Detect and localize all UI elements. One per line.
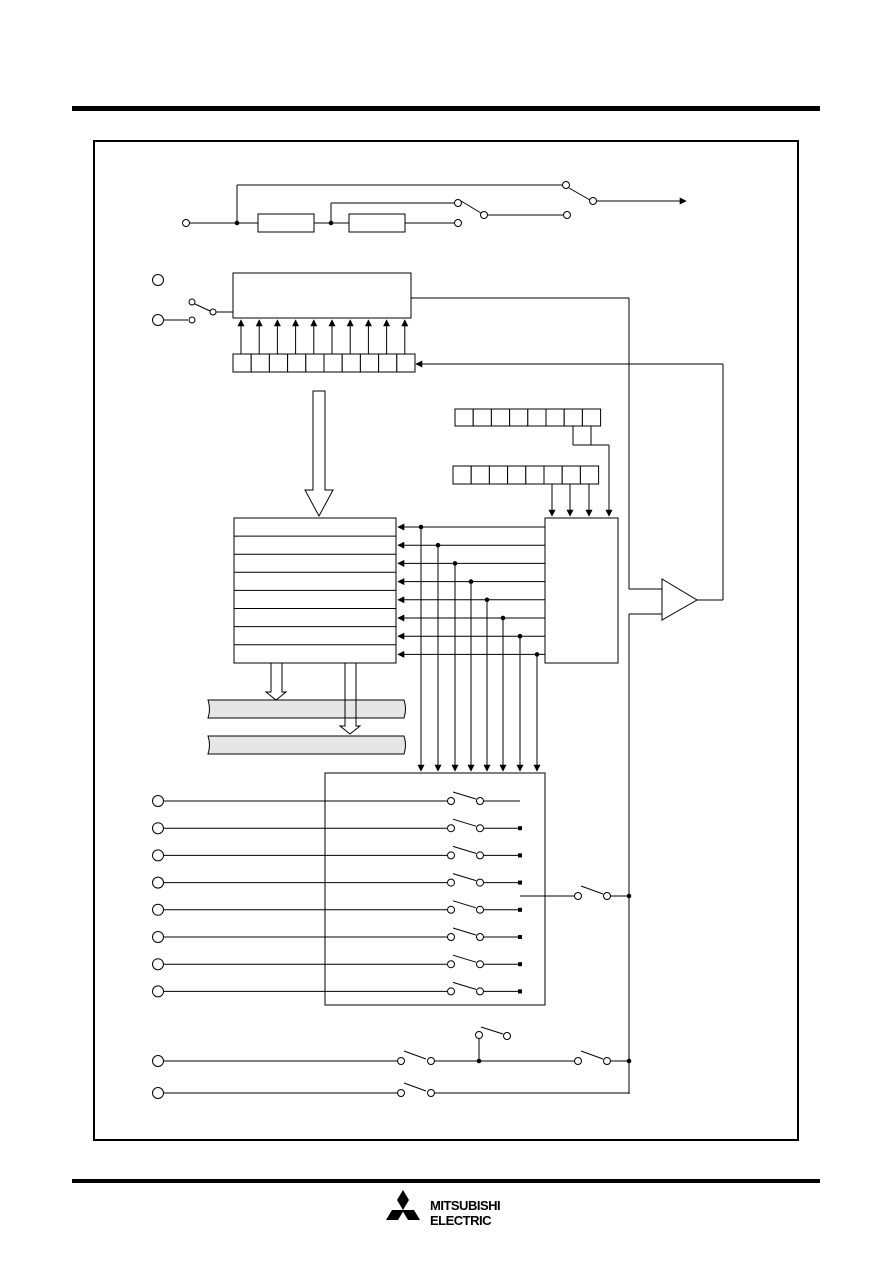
- control-register-1-bit: [454, 408, 474, 427]
- channel-select-lines: [397, 523, 545, 772]
- resistor-2: [348, 213, 406, 233]
- analog-input-terminal: [152, 958, 164, 971]
- logo-text-line2: ELECTRIC: [430, 1213, 492, 1228]
- junction-dot: [518, 826, 522, 831]
- switch-lever: [452, 900, 477, 909]
- switch-lever: [452, 818, 477, 827]
- diagram-frame: [93, 140, 799, 1141]
- comparator-section: [415, 360, 724, 1094]
- mux-output: [520, 885, 632, 900]
- analog-input-terminal: [152, 903, 164, 916]
- junction-dot: [518, 880, 522, 885]
- control-register-2-bit: [579, 465, 600, 485]
- bottom-switch-section: [152, 1026, 632, 1099]
- switch-lever: [452, 791, 477, 800]
- control-register-1-bit: [472, 408, 492, 427]
- register-bit-cell: [341, 353, 361, 373]
- control-logic-block: [544, 517, 619, 664]
- register-bit-cell: [250, 353, 270, 373]
- mux-channels: [152, 791, 522, 998]
- switch-lever: [452, 873, 477, 882]
- switch-lever: [460, 200, 482, 214]
- data-flow-arrow: [304, 390, 334, 518]
- analog-input-terminal: [152, 985, 164, 998]
- analog-input-terminal: [152, 876, 164, 889]
- register-bit-cell: [287, 353, 307, 373]
- control-register-2-bit: [561, 465, 581, 485]
- terminal-circle: [152, 314, 164, 326]
- control-register-2-bit: [525, 465, 545, 485]
- switch-lever: [452, 845, 477, 854]
- analog-input-terminal: [152, 849, 164, 862]
- comparator-triangle: [661, 578, 698, 621]
- control-register-2-bit: [470, 465, 490, 485]
- control-register-2-bit: [488, 465, 509, 485]
- logo-text-line1: MITSUBISHI: [430, 1198, 500, 1213]
- footer-rule: [72, 1179, 820, 1183]
- converter-section: [152, 272, 662, 590]
- terminal-circle: [152, 1087, 164, 1099]
- control-register-1-bit: [563, 408, 583, 427]
- junction-dot: [518, 989, 522, 994]
- register-bit-cell: [232, 353, 252, 373]
- result-register-stack: [233, 517, 397, 664]
- switch-lever: [452, 954, 477, 963]
- control-register-2-bit: [543, 465, 563, 485]
- control-register-1-bit: [490, 408, 511, 427]
- resistor-1: [257, 213, 315, 233]
- header-rule: [72, 106, 820, 111]
- terminal-circle: [152, 274, 164, 286]
- register-bit-cell: [323, 353, 343, 373]
- switch-lever: [568, 187, 591, 201]
- switch-lever: [580, 1050, 604, 1060]
- control-registers: [452, 408, 613, 517]
- register-bit-cell: [378, 353, 398, 373]
- control-register-1-bit: [509, 408, 529, 427]
- multiplexer-block: [324, 772, 546, 1006]
- analog-input-terminal: [152, 795, 164, 807]
- switch-lever: [452, 927, 477, 936]
- reference-section: [182, 181, 687, 233]
- data-bus-1: [207, 699, 406, 719]
- three-diamond-logo-icon: [386, 1190, 420, 1220]
- control-register-1-bit: [581, 408, 602, 427]
- junction-dot: [518, 853, 522, 858]
- bus-down-arrow: [264, 662, 288, 701]
- junction-dot: [518, 907, 522, 912]
- switch-lever: [194, 303, 211, 312]
- register-bit-cell: [268, 353, 289, 373]
- junction-dot: [518, 962, 522, 967]
- analog-input-terminal: [152, 931, 164, 943]
- register-bit-cell: [305, 353, 325, 373]
- control-register-2-bit: [507, 465, 527, 485]
- switch-lever: [480, 1026, 504, 1035]
- register-bit-cell: [396, 353, 416, 373]
- switch-lever: [403, 1050, 427, 1060]
- control-register-2-bit: [452, 465, 472, 485]
- schematic: [152, 181, 724, 1099]
- switch-lever: [452, 981, 477, 990]
- analog-input-terminal: [152, 822, 164, 835]
- bus-down-arrow: [338, 662, 362, 735]
- control-register-1-bit: [545, 408, 565, 427]
- control-register-1-bit: [527, 408, 547, 427]
- switch-lever: [403, 1082, 427, 1092]
- register-bit-cell: [359, 353, 380, 373]
- bus-section: [207, 662, 406, 755]
- junction-dot: [518, 935, 522, 939]
- dac-block: [232, 272, 412, 319]
- switch-lever: [580, 885, 604, 895]
- ref-input-terminal: [182, 219, 190, 227]
- data-bus-2: [207, 735, 406, 755]
- terminal-circle: [152, 1055, 164, 1067]
